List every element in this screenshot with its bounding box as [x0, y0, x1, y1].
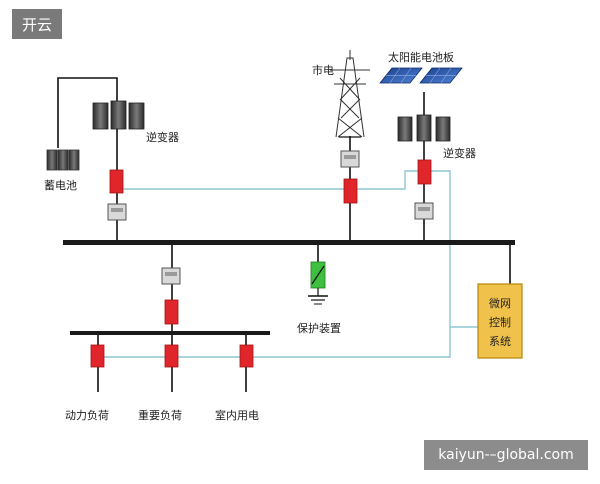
breaker-important-load-icon — [164, 344, 179, 368]
breaker-power-load-icon — [90, 344, 105, 368]
corner-tag: 开云 — [12, 9, 62, 39]
meter-icons — [107, 150, 434, 285]
inverter-left-icon — [92, 100, 145, 130]
solar-panel-label: 太阳能电池板 — [388, 51, 454, 64]
battery-label: 蓄电池 — [44, 179, 77, 192]
important-load-label: 重要负荷 — [138, 409, 182, 422]
load-bus — [70, 331, 270, 335]
breaker-right-icon — [417, 159, 432, 185]
controller-line-1: 微网 — [489, 297, 511, 310]
breaker-main-load-icon — [164, 299, 179, 325]
meter-grid-icon — [340, 150, 360, 168]
breaker-icons — [90, 159, 432, 368]
watermark: kaiyun-–global.com — [424, 440, 588, 470]
surge-protector-icon — [308, 261, 328, 305]
meter-load-icon — [161, 267, 181, 285]
controller-line-3: 系统 — [489, 335, 511, 348]
controller-box — [477, 283, 523, 359]
transmission-tower-icon — [330, 50, 370, 138]
controller-label: 微网 控制 系统 — [478, 294, 522, 351]
protection-label: 保护装置 — [297, 322, 341, 335]
solar-panel-icon — [379, 67, 463, 84]
indoor-load-label: 室内用电 — [215, 409, 259, 422]
main-bus — [63, 240, 515, 245]
battery-icon — [46, 149, 80, 171]
inverter-right-icon — [397, 114, 451, 142]
grid-label: 市电 — [312, 64, 334, 77]
signal-lines — [98, 170, 478, 358]
power-load-label: 动力负荷 — [65, 409, 109, 422]
meter-right-icon — [414, 202, 434, 220]
meter-left-icon — [107, 203, 127, 221]
controller-line-2: 控制 — [489, 316, 511, 329]
breaker-indoor-load-icon — [239, 344, 254, 368]
breaker-grid-icon — [343, 178, 358, 204]
breaker-left-icon — [109, 169, 124, 194]
inverter-right-label: 逆变器 — [443, 147, 476, 160]
inverter-left-label: 逆变器 — [146, 131, 179, 144]
